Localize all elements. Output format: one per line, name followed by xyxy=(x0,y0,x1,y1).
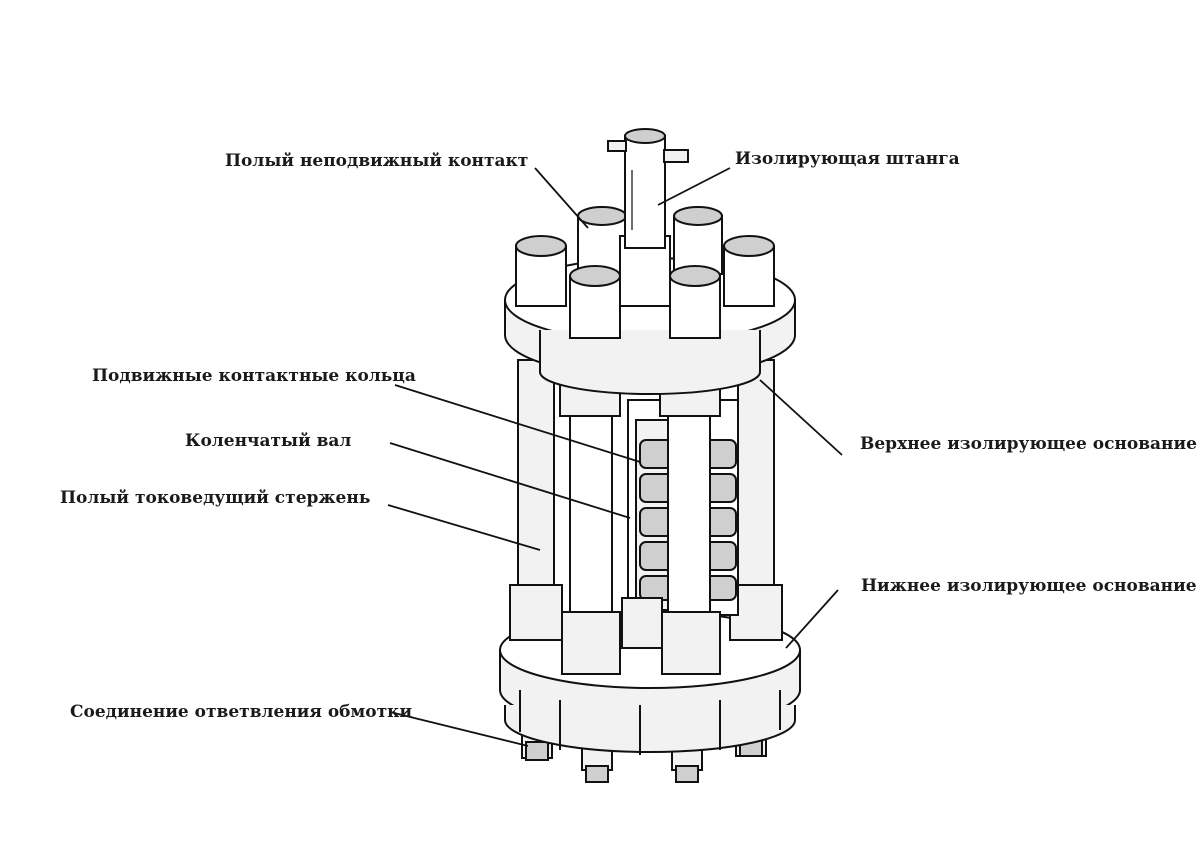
leader-insulating-rod xyxy=(657,167,731,206)
label-movable-contact-rings: Подвижные контактные кольца xyxy=(92,366,416,386)
leader-lines xyxy=(387,167,843,747)
leader-hollow-current-rod xyxy=(387,504,541,551)
back-rod-right-collar xyxy=(729,584,783,641)
label-insulating-rod: Изолирующая штанга xyxy=(735,149,960,169)
leader-lower-insulating-base xyxy=(785,589,839,649)
leader-winding-tap-connection xyxy=(389,711,529,747)
leader-crankshaft xyxy=(389,442,631,519)
rod-pin-left xyxy=(607,140,627,152)
front-rod-right-collar xyxy=(661,611,721,675)
front-rod-left xyxy=(569,379,613,626)
label-lower-insulating-base: Нижнее изолирующее основание xyxy=(861,576,1197,596)
upper-base-underside xyxy=(539,330,761,395)
front-rod-left-collar xyxy=(561,611,621,675)
labels: Полый неподвижный контакт Изолирующая шт… xyxy=(60,149,1197,722)
leader-upper-insulating-base xyxy=(759,379,843,456)
hollow-fixed-contacts xyxy=(515,206,775,339)
fixed-contact-2-bore xyxy=(577,206,627,226)
insulating-rod xyxy=(607,128,689,307)
lower-base-studs xyxy=(519,690,781,755)
crankshaft-lower-bearing xyxy=(621,597,663,649)
fixed-contact-1-bore xyxy=(515,235,567,257)
front-rods xyxy=(559,379,721,675)
fixed-contact-3-bore xyxy=(673,206,723,226)
leader-movable-contact-rings xyxy=(394,384,641,463)
rod-bore xyxy=(624,128,666,144)
bottom-terminals xyxy=(521,727,767,783)
rod-pin-right xyxy=(663,149,689,163)
rod-shaft xyxy=(624,135,666,249)
label-crankshaft: Коленчатый вал xyxy=(185,431,351,451)
terminal-thread-2 xyxy=(585,765,609,783)
terminal-thread-1 xyxy=(525,741,549,761)
terminal-thread-3 xyxy=(675,765,699,783)
label-hollow-current-rod: Полый токоведущий стержень xyxy=(60,488,370,508)
lower-base-underside xyxy=(504,705,796,753)
back-rod-left-collar xyxy=(509,584,563,641)
label-upper-insulating-base: Верхнее изолирующее основание xyxy=(860,434,1197,454)
fixed-contact-6-bore xyxy=(669,265,721,287)
fixed-contact-5-bore xyxy=(569,265,621,287)
leader-hollow-fixed-contact xyxy=(534,167,589,229)
fixed-contact-4-bore xyxy=(723,235,775,257)
label-winding-tap-connection: Соединение ответвления обмотки xyxy=(70,702,412,722)
label-hollow-fixed-contact: Полый неподвижный контакт xyxy=(225,151,528,171)
